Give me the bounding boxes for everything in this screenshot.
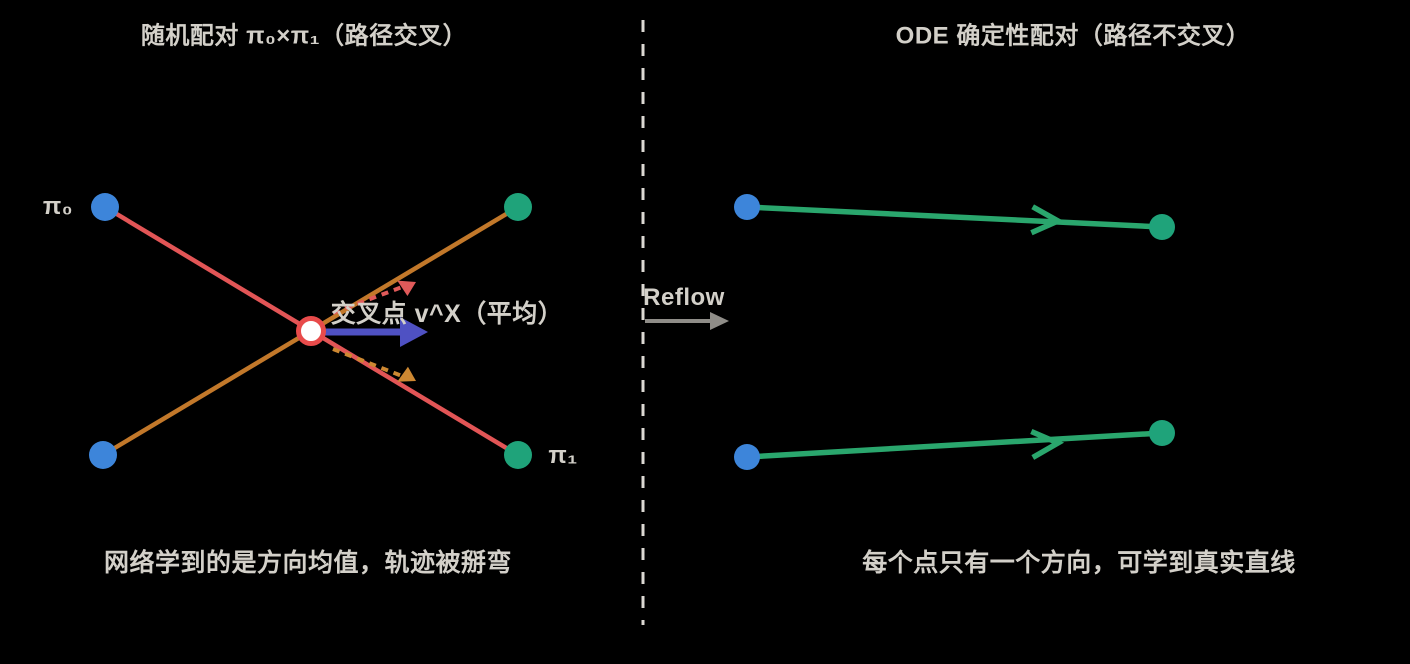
ode-path-top-arrowhead-icon [1030,204,1065,236]
ode-path-bottom-arrowhead-icon [1030,428,1065,460]
pi0-dot-bottom-left [89,441,117,469]
pi0-label: π₀ [42,193,74,220]
reflow-label: Reflow [643,284,725,311]
pi1-label: π₁ [548,442,578,469]
ode-start-dot-top [734,194,760,220]
pi1-dot-top-right [504,193,532,221]
ode-end-dot-top [1149,214,1175,240]
reflow-arrowhead-icon [710,312,729,330]
crossing-point-marker [296,316,326,346]
right-panel-caption: 每个点只有一个方向，可学到真实直线 [862,549,1296,577]
ode-start-dot-bottom [734,444,760,470]
left-panel-graphics [89,193,532,469]
divider-graphics [641,20,729,625]
crossing-point-label: 交叉点 v^X（平均） [330,300,564,328]
pi0-dot-top-left [91,193,119,221]
dashed-orange-arrowhead-icon [397,366,416,382]
left-panel-caption: 网络学到的是方向均值，轨迹被掰弯 [103,549,513,577]
right-panel-title: ODE 确定性配对（路径不交叉） [895,22,1251,50]
left-panel-title: 随机配对 π₀×π₁（路径交叉） [140,22,468,50]
average-arrowhead-icon [400,317,428,347]
pi1-dot-bottom-right [504,441,532,469]
ode-path-bottom [746,430,1163,460]
right-panel-graphics [734,194,1175,470]
ode-end-dot-bottom [1149,420,1175,446]
dashed-red-arrowhead-icon [397,280,416,296]
ode-path-top [746,204,1163,230]
